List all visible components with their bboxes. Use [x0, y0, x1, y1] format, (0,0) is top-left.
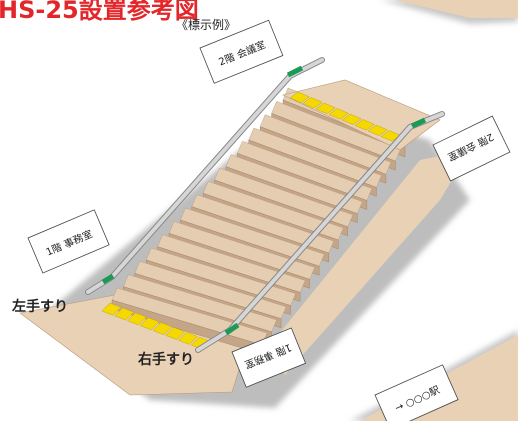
sign-2f-meeting-room-top: 2階 会議室: [199, 19, 284, 84]
tactile-tile: [101, 302, 122, 316]
sign-1f-office-left: 1階 事務室: [27, 209, 110, 274]
tactile-tile: [127, 312, 147, 326]
rail-marker: [101, 273, 115, 285]
rail-marker: [410, 117, 427, 129]
top-landing: [282, 79, 441, 151]
right-handrail: [195, 111, 445, 353]
left-rail-label: 左手すり: [12, 299, 68, 315]
example-caption: 《標示例》: [176, 18, 237, 32]
tactile-tile: [302, 97, 323, 109]
tactile-tile: [315, 102, 336, 114]
page-title: HS-25設置参考図: [0, 0, 199, 24]
sign-2f-meeting-room-right: 2階 会議室: [432, 115, 511, 182]
tactile-tile: [367, 124, 388, 136]
tactile-tile: [354, 119, 375, 131]
tactile-tile: [380, 130, 401, 142]
tactile-strip-bottom: [101, 302, 211, 350]
tactile-strip-top: [289, 91, 401, 142]
sign-station: → ○○○駅: [374, 364, 459, 421]
rail-marker: [286, 65, 304, 78]
tactile-tile: [152, 322, 173, 335]
sign-1f-office-bottom: 1階 事務室: [231, 327, 307, 388]
tactile-tile: [165, 327, 186, 340]
left-handrail: [85, 57, 325, 295]
stair-side-face: [270, 150, 470, 375]
rail-marker: [224, 322, 240, 336]
tactile-tile: [328, 108, 349, 120]
right-rail-label: 右手すり: [138, 352, 194, 368]
tactile-tile: [341, 113, 362, 125]
tactile-tile: [139, 317, 160, 331]
tactile-tile: [178, 332, 198, 345]
tactile-tile: [289, 91, 310, 103]
upper-right-floor-corner: [380, 0, 518, 24]
steps: [111, 87, 411, 355]
tactile-tile: [114, 307, 135, 321]
